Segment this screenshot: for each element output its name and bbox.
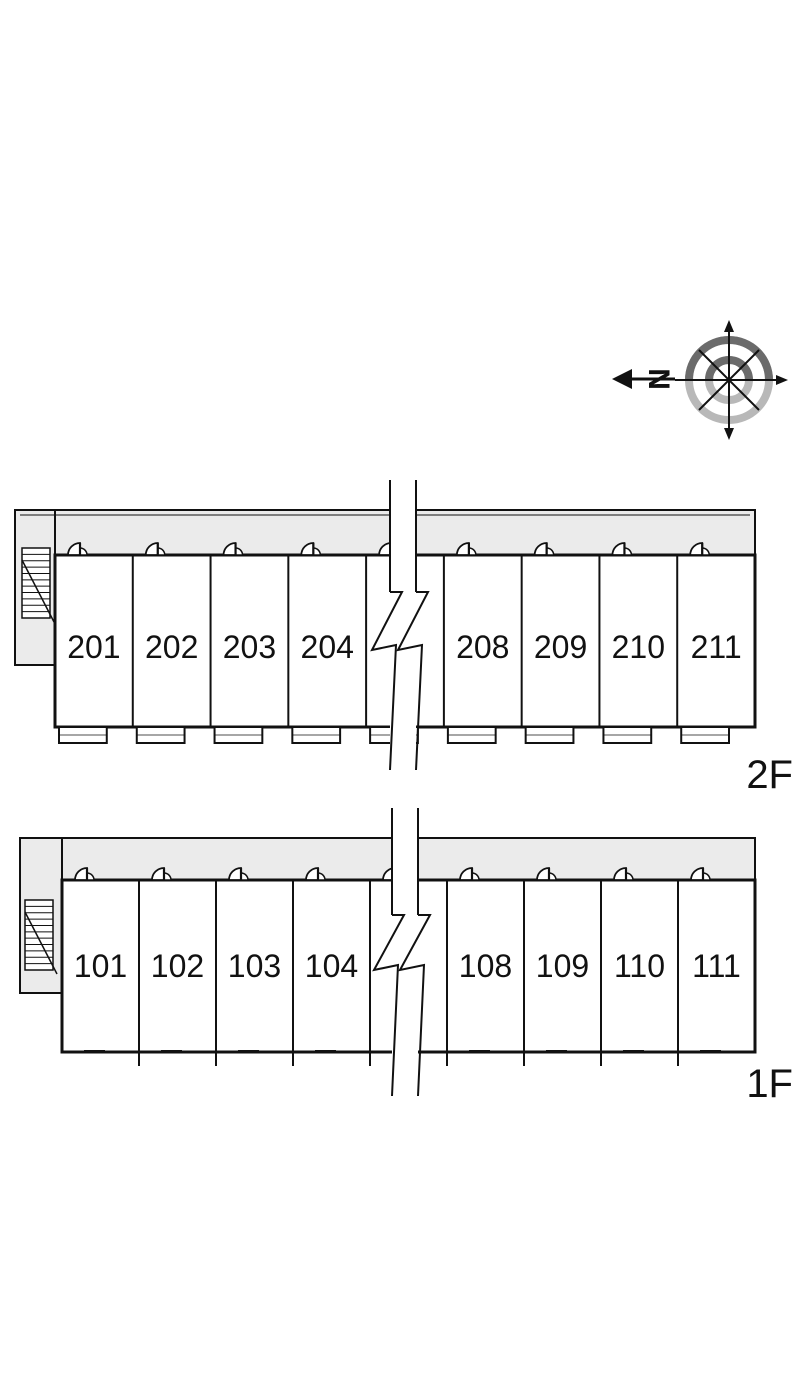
door-icon: [459, 867, 480, 881]
door-icon: [613, 867, 634, 881]
unit-label: 202: [145, 629, 198, 665]
unit-label: 210: [612, 629, 665, 665]
unit-label: 109: [536, 948, 589, 984]
unit-dividers: [131, 555, 679, 727]
unit-label: 204: [301, 629, 354, 665]
building-outline: [14, 509, 757, 729]
break-line: [372, 808, 432, 1097]
staircase: [21, 547, 55, 623]
unit-label: 201: [67, 629, 120, 665]
door-icon: [74, 867, 95, 881]
unit-label: 103: [228, 948, 281, 984]
door-icon: [222, 542, 244, 556]
unit-label: 208: [456, 629, 509, 665]
compass-rose-icon: [675, 320, 788, 440]
unit-labels: 101 102 103 104 108 109 110 111: [74, 948, 741, 984]
door-icon: [533, 542, 555, 556]
door-icon: [228, 867, 249, 881]
unit-label: 211: [691, 629, 742, 665]
unit-labels: 201 202 203 204 208 209 210 211: [67, 629, 741, 665]
unit-label: 101: [74, 948, 127, 984]
floor-label: 1F: [746, 1062, 793, 1106]
door-icon: [690, 867, 711, 881]
break-line: [370, 480, 430, 771]
unit-dividers: [138, 880, 679, 1066]
door-icon: [300, 542, 322, 556]
unit-label: 111: [692, 948, 741, 984]
door-icon: [67, 542, 88, 556]
door-icon: [689, 542, 710, 556]
unit-label: 102: [151, 948, 204, 984]
door-icon: [611, 542, 633, 556]
door-icon: [305, 867, 326, 881]
unit-label: 110: [614, 948, 665, 984]
unit-label: 209: [534, 629, 587, 665]
door-icon: [144, 542, 166, 556]
floor-1f: 101 102 103 104 108 109 110 111 1F: [19, 808, 793, 1106]
unit-label: 104: [305, 948, 358, 984]
north-label: N: [644, 368, 677, 390]
door-icon: [151, 867, 172, 881]
floor-2f: 201 202 203 204 208 209 210 211 2F: [14, 480, 793, 797]
doors: [67, 542, 710, 556]
unit-label: 203: [223, 629, 276, 665]
door-icon: [536, 867, 557, 881]
doors: [74, 867, 711, 881]
unit-label: 108: [459, 948, 512, 984]
staircase: [24, 899, 58, 975]
balconies: [58, 726, 731, 744]
door-icon: [455, 542, 477, 556]
north-arrow: N: [612, 368, 677, 390]
floor-label: 2F: [746, 753, 793, 797]
